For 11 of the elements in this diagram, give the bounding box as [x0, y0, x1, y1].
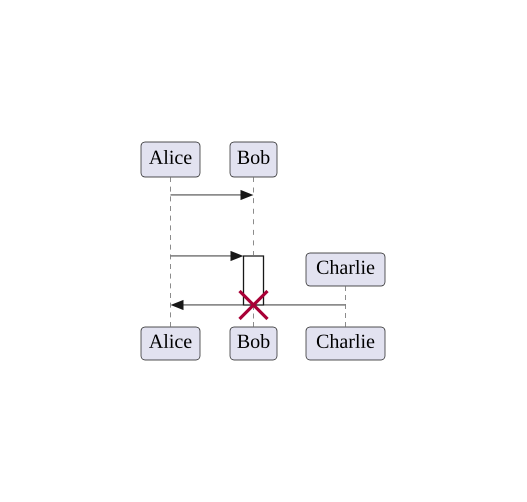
participant-box: Charlie [306, 326, 386, 360]
lifeline [345, 286, 346, 328]
lifeline [253, 304, 254, 328]
activation-bar [242, 255, 264, 306]
lifeline [253, 176, 254, 256]
participant-box: Alice [140, 142, 200, 178]
participant-box: Charlie [306, 252, 386, 286]
lifeline [170, 176, 171, 328]
participant-box: Alice [140, 326, 200, 360]
participant-box: Bob [230, 142, 278, 178]
participant-box: Bob [230, 326, 278, 360]
